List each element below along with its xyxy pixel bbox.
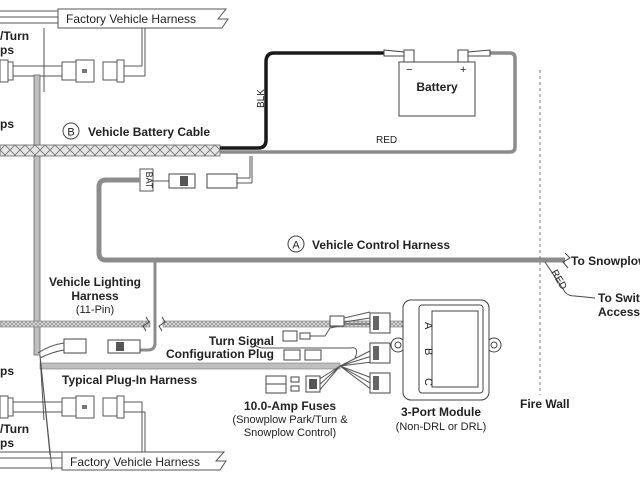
vehicle-battery-cable-label: Vehicle Battery Cable	[88, 125, 210, 139]
turn-signal-label-1: Turn Signal	[209, 334, 274, 348]
factory-harness-top-label: Factory Vehicle Harness	[66, 12, 196, 26]
factory-harness-bottom-label: Factory Vehicle Harness	[70, 455, 200, 469]
battery-positive-terminal: +	[460, 64, 466, 76]
module-harness	[39, 311, 373, 393]
turn-signal-configuration-plug: Turn Signal Configuration Plug	[166, 334, 322, 361]
turn-signal-label-2: Configuration Plug	[166, 347, 274, 361]
to-switch-label-1: To Swit	[598, 291, 640, 305]
vehicle-lighting-label-1: Vehicle Lighting	[49, 275, 141, 289]
vehicle-lighting-label-3: (11-Pin)	[76, 304, 114, 316]
fire-wall: Fire Wall	[520, 70, 570, 411]
callout-b-letter: B	[67, 127, 74, 139]
red-switch-wire: RED To Swit Access	[544, 261, 640, 319]
park-turn-lamps-bottom-label-1: /Turn	[0, 422, 29, 436]
fuses: 10.0-Amp Fuses (Snowplow Park/Turn & Sno…	[232, 375, 348, 439]
bottom-lamp-plug-connector	[0, 354, 146, 471]
module-port-c-label: C	[422, 378, 434, 386]
plug-in-harness-trunk	[33, 28, 45, 356]
red-wire-label: RED	[376, 135, 397, 146]
park-turn-lamps-top-label-2: ps	[0, 43, 14, 57]
park-turn-lamps-top-label-1: /Turn	[0, 29, 29, 43]
lamps-top-label: ps	[0, 117, 14, 131]
fuses-label-3: Snowplow Control)	[244, 427, 336, 439]
typical-plug-in-harness-label: Typical Plug-In Harness	[62, 373, 197, 387]
fire-wall-label: Fire Wall	[520, 397, 570, 411]
bat-tag-label: BAT	[144, 172, 154, 189]
vehicle-battery-cable: B Vehicle Battery Cable	[0, 122, 221, 157]
battery-label: Battery	[416, 80, 458, 94]
lamps-bottom-label: ps	[0, 364, 14, 378]
top-lamp-plug-connector	[0, 28, 146, 83]
callout-a-circle	[287, 235, 305, 253]
module-port-b-label: B	[422, 348, 434, 355]
module-port-a-label: A	[422, 322, 434, 330]
battery-negative-terminal: −	[406, 64, 412, 76]
battery: − + Battery	[383, 49, 491, 117]
vehicle-control-harness: A Vehicle Control Harness To Snowplow	[96, 177, 640, 269]
three-port-module: A B C 3-Port Module (Non-DRL or DRL)	[390, 299, 502, 433]
module-label-2: (Non-DRL or DRL)	[396, 421, 487, 433]
fuses-label-1: 10.0-Amp Fuses	[244, 399, 336, 413]
vehicle-control-harness-label: Vehicle Control Harness	[312, 238, 450, 252]
callout-b-circle	[62, 122, 80, 140]
vehicle-lighting-harness: Vehicle Lighting Harness (11-Pin)	[0, 262, 404, 359]
callout-a-letter: A	[292, 240, 300, 252]
factory-harness-top: Factory Vehicle Harness	[0, 8, 229, 29]
vehicle-lighting-label-2: Harness	[71, 289, 119, 303]
blk-wire-label: BLK	[256, 89, 267, 108]
fuses-label-2: (Snowplow Park/Turn &	[232, 414, 348, 426]
bat-connector: BAT	[139, 156, 253, 192]
module-label-1: 3-Port Module	[401, 405, 481, 419]
to-snowplow-label: To Snowplow	[571, 254, 640, 268]
park-turn-lamps-bottom-label-2: ps	[0, 436, 14, 450]
to-switch-label-2: Access	[598, 305, 640, 319]
battery-wires: BLK RED	[220, 51, 517, 154]
red-switch-wire-label: RED	[548, 268, 568, 292]
module-port-connectors	[369, 312, 391, 394]
factory-harness-bottom: Factory Vehicle Harness	[0, 451, 227, 471]
